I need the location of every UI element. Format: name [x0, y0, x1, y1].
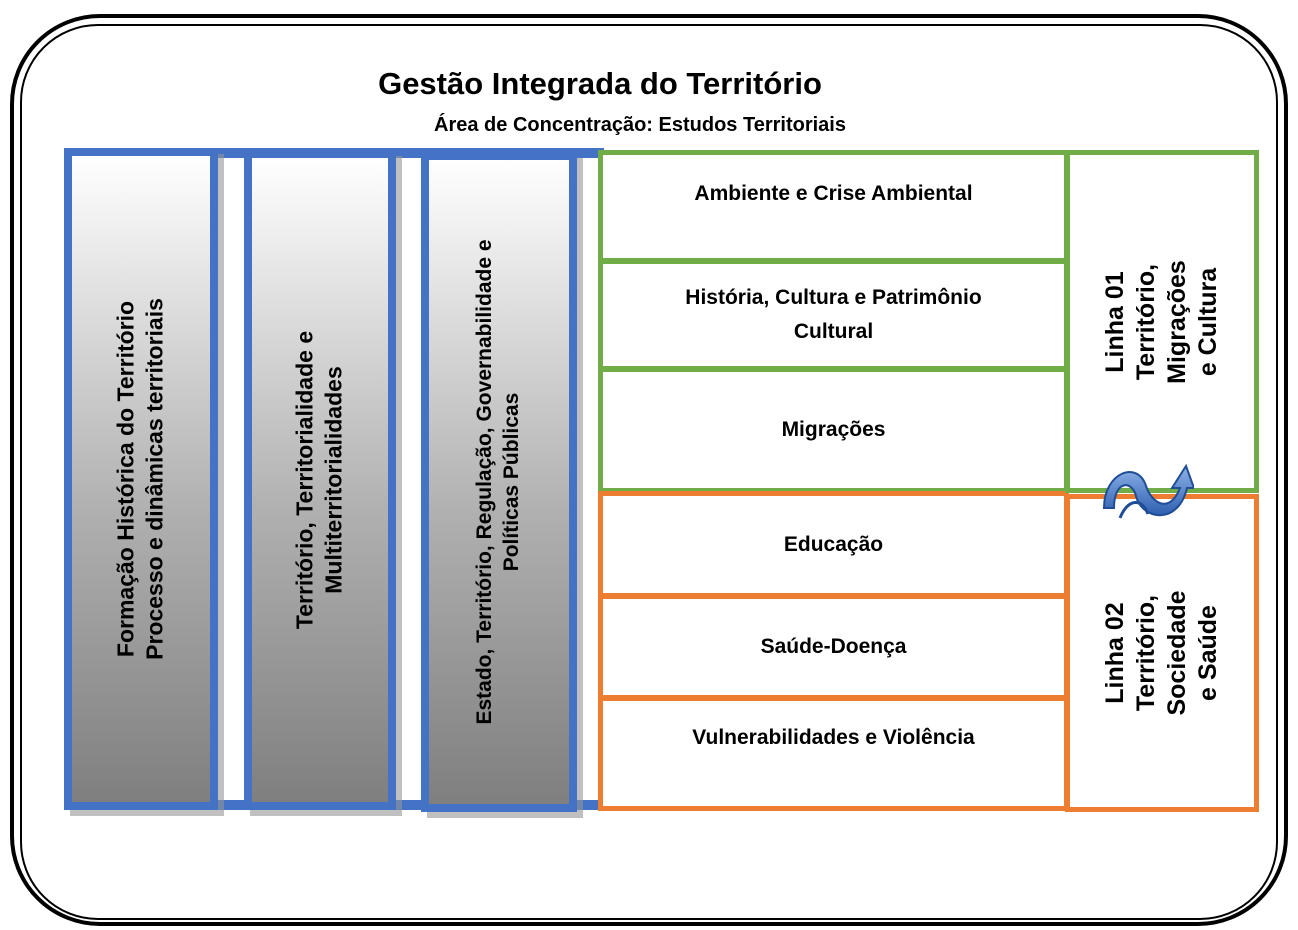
outer-rounded-frame: [10, 14, 1288, 926]
research-line-label-line-1: Linha 01: [1101, 270, 1129, 373]
column-label-line-2: Processo e dinâmicas territoriais: [142, 298, 168, 660]
topic-label: Educação: [783, 532, 884, 556]
topic-label: Migrações: [781, 418, 886, 442]
research-line-label-line-4: e Cultura: [1194, 267, 1222, 376]
research-line-label-line-4: e Saúde: [1194, 605, 1222, 701]
research-line-02: Linha 02 Território, Sociedade e Saúde: [1065, 494, 1259, 812]
topic-health-disease: Saúde-Doença: [598, 594, 1069, 700]
column-label: Formação Histórica do Território Process…: [112, 298, 171, 660]
column-label-line-2: Políticas Públicas: [500, 392, 523, 572]
topic-environment: Ambiente e Crise Ambiental: [598, 150, 1069, 263]
column-territoriality: Território, Territorialidade e Multiterr…: [244, 150, 396, 810]
research-line-label-line-2: Território,: [1132, 594, 1160, 712]
column-state-regulation: Estado, Território, Regulação, Governabi…: [421, 152, 577, 812]
research-line-label: Linha 02 Território, Sociedade e Saúde: [1100, 590, 1224, 715]
column-label-line-2: Multiterritorialidades: [321, 366, 347, 594]
diagram-title: Gestão Integrada do Território: [378, 66, 822, 101]
column-label-line-1: Território, Territorialidade e: [291, 330, 318, 630]
topic-label: Ambiente e Crise Ambiental: [694, 182, 973, 205]
column-label-line-1: Estado, Território, Regulação, Governabi…: [473, 239, 497, 725]
research-line-label: Linha 01 Território, Migrações e Cultura: [1100, 260, 1224, 384]
topic-label: História, Cultura e Patrimônio Cultural: [685, 286, 982, 343]
topic-migrations: Migrações: [598, 367, 1069, 493]
research-line-01: Linha 01 Território, Migrações e Cultura: [1065, 150, 1259, 493]
column-label: Estado, Território, Regulação, Governabi…: [472, 239, 526, 724]
research-line-label-line-1: Linha 02: [1101, 602, 1129, 704]
diagram-subtitle: Área de Concentração: Estudos Territoria…: [434, 114, 846, 136]
cycle-arrows-icon: [1102, 463, 1194, 519]
topic-vulnerabilities-violence: Vulnerabilidades e Violência: [598, 696, 1069, 811]
column-label-line-1: Formação Histórica do Território: [112, 300, 139, 658]
research-line-label-line-3: Migrações: [1163, 259, 1191, 384]
column-label: Território, Territorialidade e Multiterr…: [291, 331, 350, 629]
research-line-label-line-2: Território,: [1132, 263, 1160, 380]
topic-label: Saúde-Doença: [760, 635, 907, 659]
column-historical-formation: Formação Histórica do Território Process…: [64, 148, 218, 810]
topic-education: Educação: [598, 491, 1069, 598]
topic-history-culture: História, Cultura e Patrimônio Cultural: [598, 259, 1069, 371]
research-line-label-line-3: Sociedade: [1163, 590, 1191, 716]
topic-label: Vulnerabilidades e Violência: [692, 726, 975, 749]
